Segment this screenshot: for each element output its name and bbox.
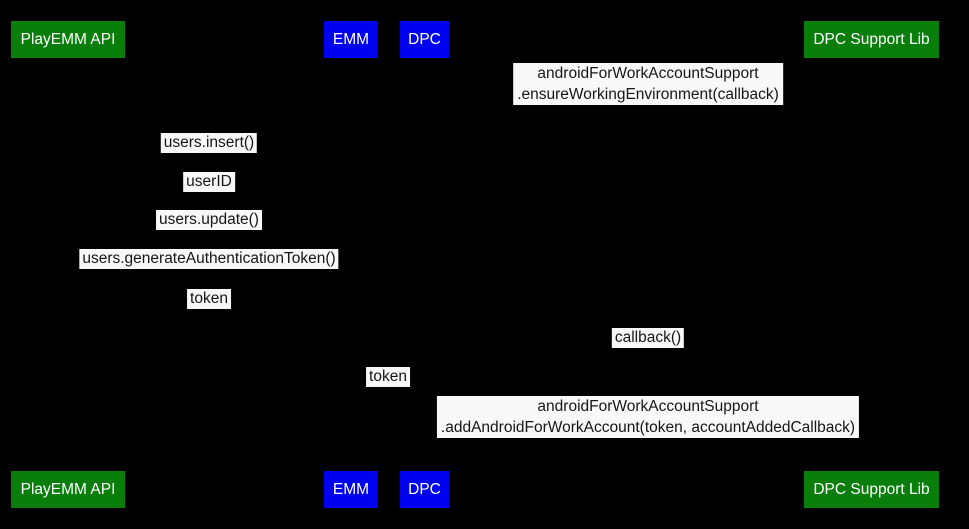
message-ensure-working-environment: androidForWorkAccountSupport .ensureWork… bbox=[513, 63, 783, 105]
lifeline-emm bbox=[350, 58, 351, 471]
actor-dpc-support-lib-bottom: DPC Support Lib bbox=[804, 471, 939, 508]
lifeline-playemm-api bbox=[67, 58, 68, 471]
message-user-id: userID bbox=[183, 172, 235, 192]
message-add-android-for-work-account: androidForWorkAccountSupport .addAndroid… bbox=[436, 396, 860, 438]
message-generate-auth-token: users.generateAuthenticationToken() bbox=[79, 249, 339, 269]
actor-dpc-support-lib-top: DPC Support Lib bbox=[804, 21, 939, 58]
actor-dpc-bottom: DPC bbox=[400, 471, 449, 508]
actor-emm-bottom: EMM bbox=[324, 471, 378, 508]
message-users-insert: users.insert() bbox=[160, 133, 258, 153]
lifeline-dpc bbox=[424, 58, 425, 471]
actor-dpc-top: DPC bbox=[400, 21, 449, 58]
message-token-return: token bbox=[187, 289, 231, 309]
message-line: androidForWorkAccountSupport bbox=[537, 65, 759, 82]
actor-playemm-api-bottom: PlayEMM API bbox=[11, 471, 125, 508]
actor-playemm-api-top: PlayEMM API bbox=[11, 21, 125, 58]
message-users-update: users.update() bbox=[156, 210, 262, 230]
message-token-forward: token bbox=[366, 367, 410, 387]
message-line: androidForWorkAccountSupport bbox=[537, 398, 759, 415]
message-line: .addAndroidForWorkAccount(token, account… bbox=[440, 419, 856, 436]
lifeline-dpc-support-lib bbox=[871, 58, 872, 471]
actor-emm-top: EMM bbox=[324, 21, 378, 58]
message-callback: callback() bbox=[611, 328, 685, 348]
message-line: .ensureWorkingEnvironment(callback) bbox=[517, 86, 779, 103]
